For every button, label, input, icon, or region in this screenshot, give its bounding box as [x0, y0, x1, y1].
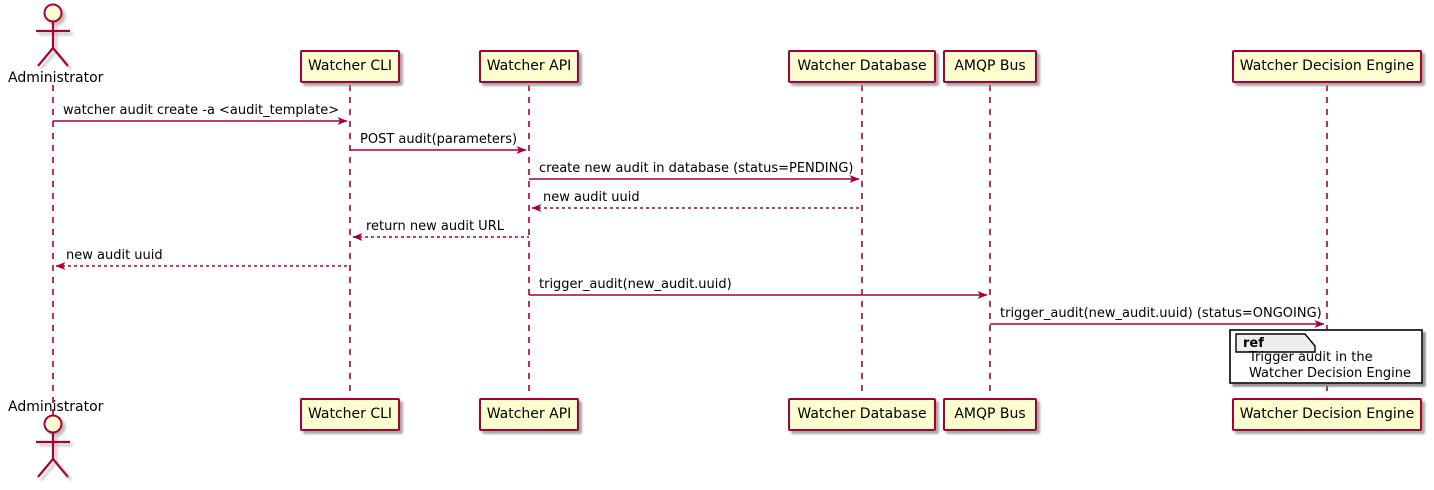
participant-label-watcher-cli-bottom: Watcher CLI	[307, 406, 393, 422]
participant-label-watcher-cli-top: Watcher CLI	[307, 58, 393, 74]
ref-fragment-tab	[1235, 333, 1316, 353]
actor-figure-top	[36, 3, 70, 67]
ref-fragment-line-2: Watcher Decision Engine	[1249, 366, 1411, 381]
participant-box-watcher-decision-engine-bottom[interactable]	[1232, 398, 1422, 431]
participant-box-amqp-bus-bottom[interactable]	[943, 398, 1037, 431]
participant-label-watcher-decision-engine-top: Watcher Decision Engine	[1239, 58, 1415, 74]
participant-box-watcher-decision-engine-top[interactable]	[1232, 50, 1422, 83]
message-label-3: create new audit in database (status=PEN…	[539, 161, 854, 176]
participant-box-watcher-api-bottom[interactable]	[479, 398, 579, 431]
message-label-4: new audit uuid	[543, 190, 640, 205]
ref-fragment[interactable]	[1229, 329, 1423, 384]
message-arrows	[53, 117, 1325, 328]
ref-fragment-line-1: Trigger audit in the	[1249, 350, 1373, 365]
participant-label-watcher-database-top: Watcher Database	[797, 58, 927, 74]
message-label-1: watcher audit create -a <audit_template>	[63, 103, 340, 118]
participant-box-watcher-database-bottom[interactable]	[788, 398, 936, 431]
actor-label-administrator-bottom: Administrator	[8, 399, 104, 415]
participant-box-watcher-api-top[interactable]	[479, 50, 579, 83]
participant-box-amqp-bus-top[interactable]	[943, 50, 1037, 83]
participant-box-watcher-database-top[interactable]	[788, 50, 936, 83]
message-label-8: trigger_audit(new_audit.uuid) (status=ON…	[1000, 306, 1322, 321]
participant-boxes-bottom	[300, 398, 1422, 431]
message-label-2: POST audit(parameters)	[360, 132, 518, 147]
participant-label-amqp-bus-bottom: AMQP Bus	[954, 406, 1026, 422]
participant-boxes-top	[300, 50, 1422, 83]
ref-fragment-tab-label: ref	[1243, 336, 1264, 351]
message-label-7: trigger_audit(new_audit.uuid)	[539, 277, 732, 292]
actor-figure-bottom	[36, 414, 70, 478]
actor-label-administrator-top: Administrator	[8, 70, 104, 86]
participant-label-watcher-api-top: Watcher API	[486, 58, 572, 74]
participant-label-watcher-api-bottom: Watcher API	[486, 406, 572, 422]
participant-box-watcher-cli-top[interactable]	[300, 50, 400, 83]
participant-box-watcher-cli-bottom[interactable]	[300, 398, 400, 431]
message-label-5: return new audit URL	[366, 219, 504, 234]
lifelines	[52, 85, 1328, 434]
participant-label-amqp-bus-top: AMQP Bus	[954, 58, 1026, 74]
participant-label-watcher-database-bottom: Watcher Database	[797, 406, 927, 422]
participant-label-watcher-decision-engine-bottom: Watcher Decision Engine	[1239, 406, 1415, 422]
message-label-6: new audit uuid	[66, 248, 163, 263]
